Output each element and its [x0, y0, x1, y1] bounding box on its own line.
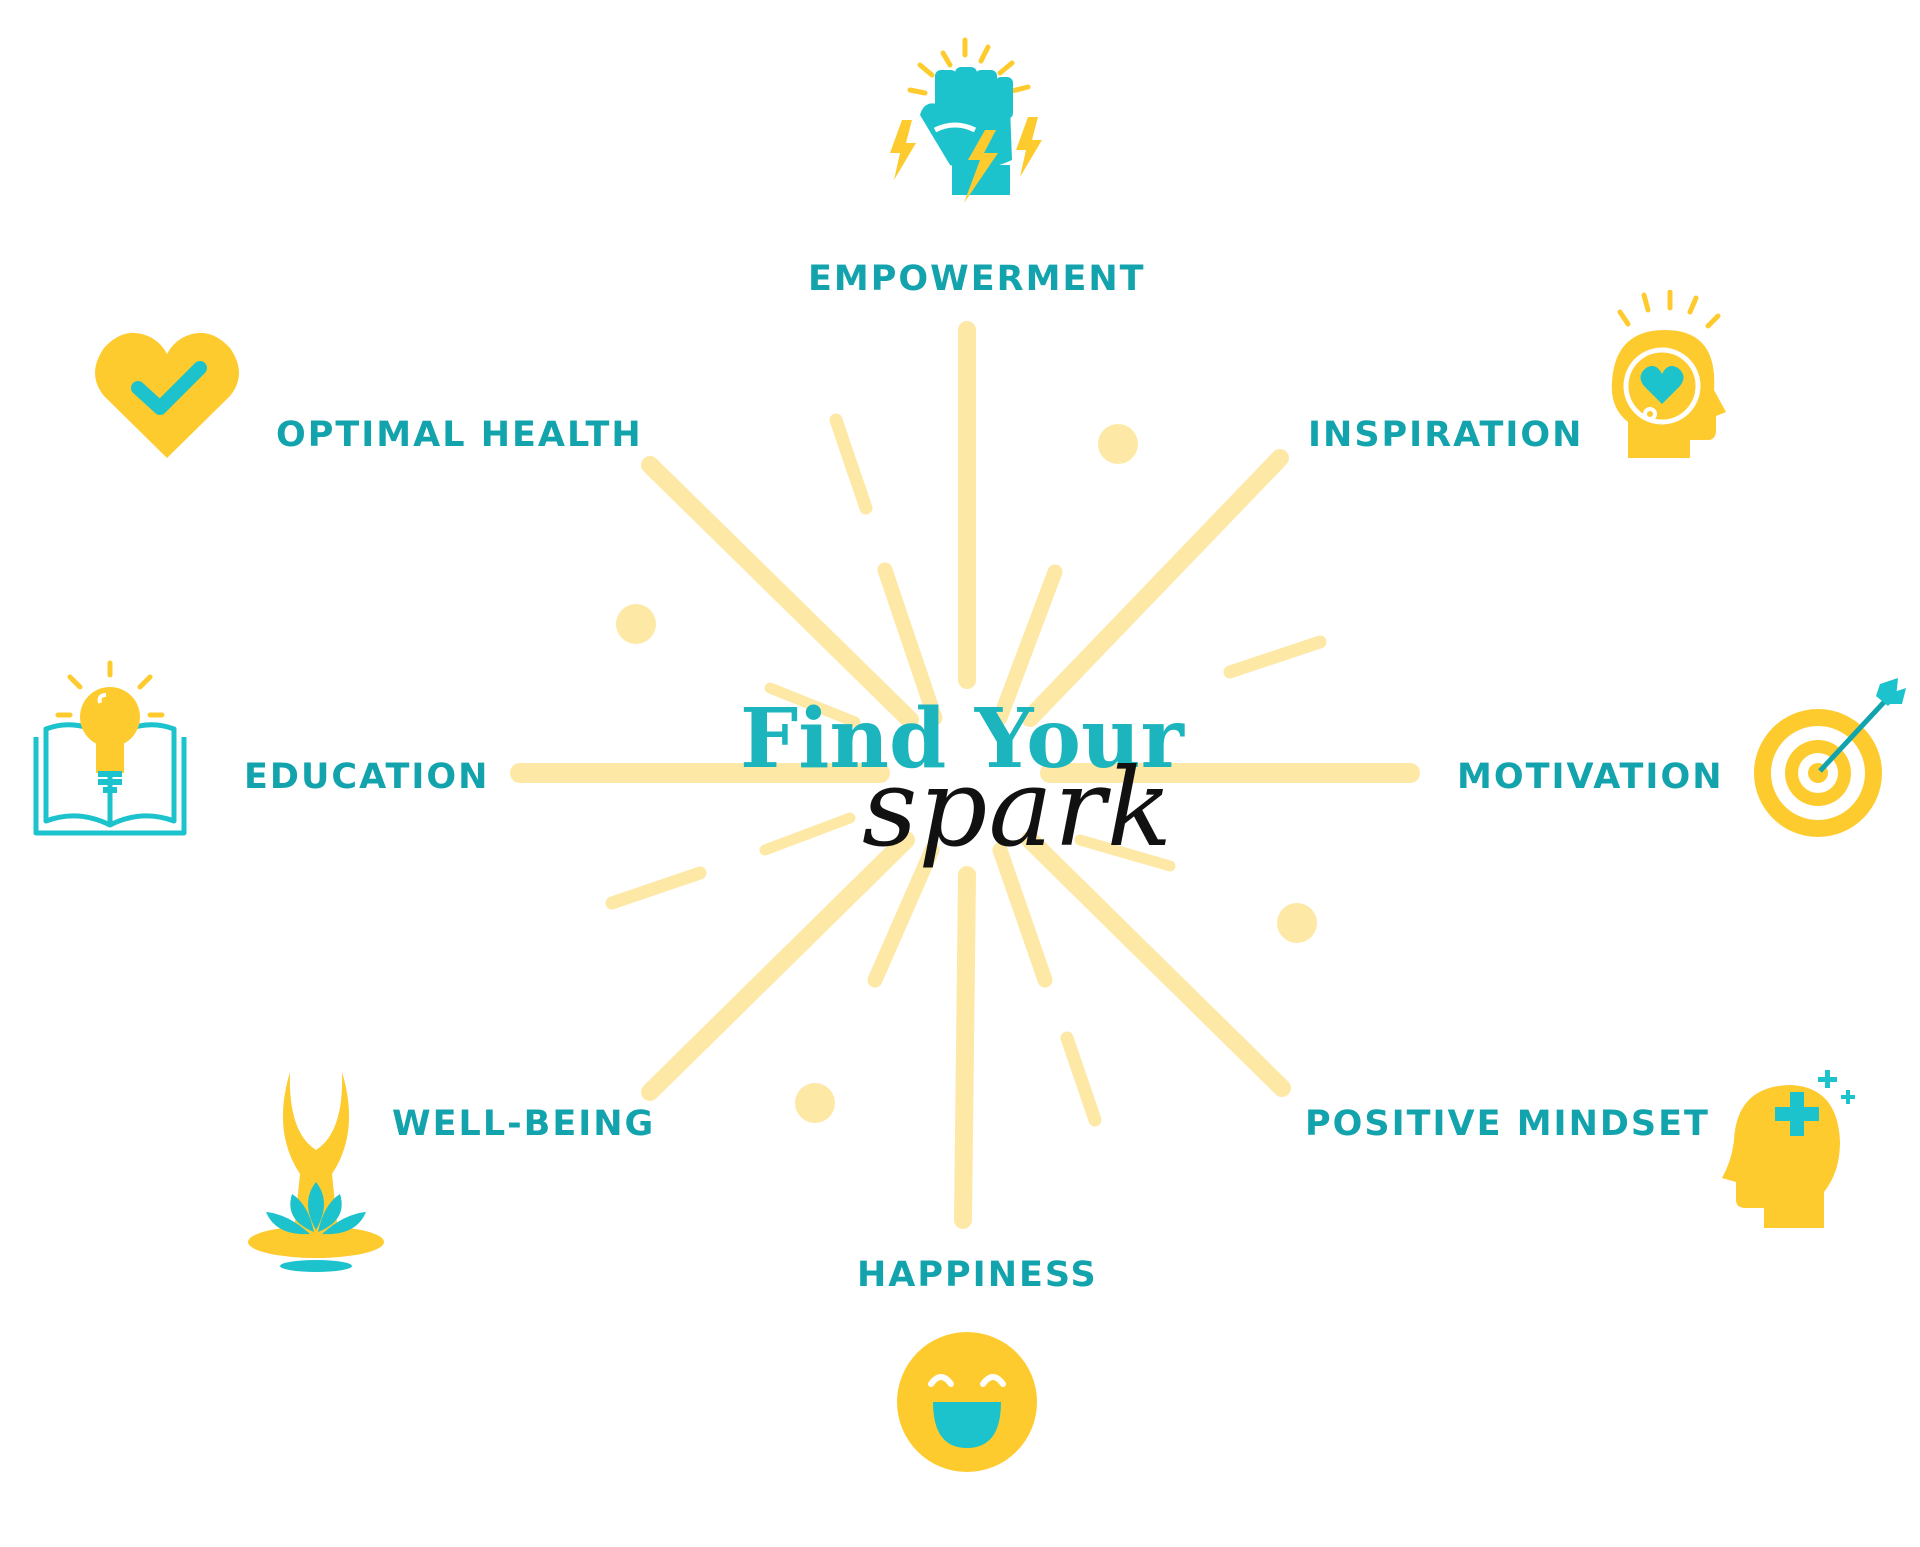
ray: [1060, 1031, 1102, 1127]
ray: [992, 564, 1063, 726]
lotus-figure-icon: [248, 1072, 384, 1272]
ray: [1021, 831, 1291, 1097]
ray: [1021, 449, 1289, 727]
ray: [1074, 834, 1176, 872]
ray: [759, 812, 856, 856]
title-find-your: Find Your: [740, 691, 1184, 787]
heart-check-icon: [95, 332, 239, 458]
label-inspiration: INSPIRATION: [1308, 415, 1584, 455]
label-positive-mindset: POSITIVE MINDSET: [1305, 1104, 1710, 1144]
spark-dot: [616, 604, 656, 644]
ray: [605, 866, 707, 910]
head-plus-icon: [1722, 1070, 1855, 1228]
ray: [764, 682, 861, 728]
ray: [1223, 635, 1327, 679]
ray: [954, 866, 976, 1229]
label-well-being: WELL-BEING: [392, 1104, 656, 1144]
spark-dot: [1098, 424, 1138, 464]
ray: [992, 842, 1053, 988]
head-heart-icon: [1611, 290, 1726, 458]
ray: [867, 842, 940, 988]
spark-dot: [1277, 903, 1317, 943]
label-optimal-health: OPTIMAL HEALTH: [276, 415, 643, 455]
ray: [829, 413, 873, 515]
label-education: EDUCATION: [244, 757, 490, 797]
ray: [641, 831, 915, 1101]
title-spark: spark: [862, 746, 1174, 871]
ray: [641, 456, 919, 729]
spark-dot: [795, 1083, 835, 1123]
label-happiness: HAPPINESS: [857, 1255, 1098, 1295]
label-empowerment: EMPOWERMENT: [808, 259, 1146, 299]
ray: [877, 562, 943, 726]
target-arrow-icon: [1754, 678, 1906, 837]
fist-lightning-icon: [890, 37, 1042, 203]
smiley-icon: [897, 1332, 1037, 1472]
book-bulb-icon: [33, 660, 187, 836]
label-motivation: MOTIVATION: [1457, 757, 1724, 797]
